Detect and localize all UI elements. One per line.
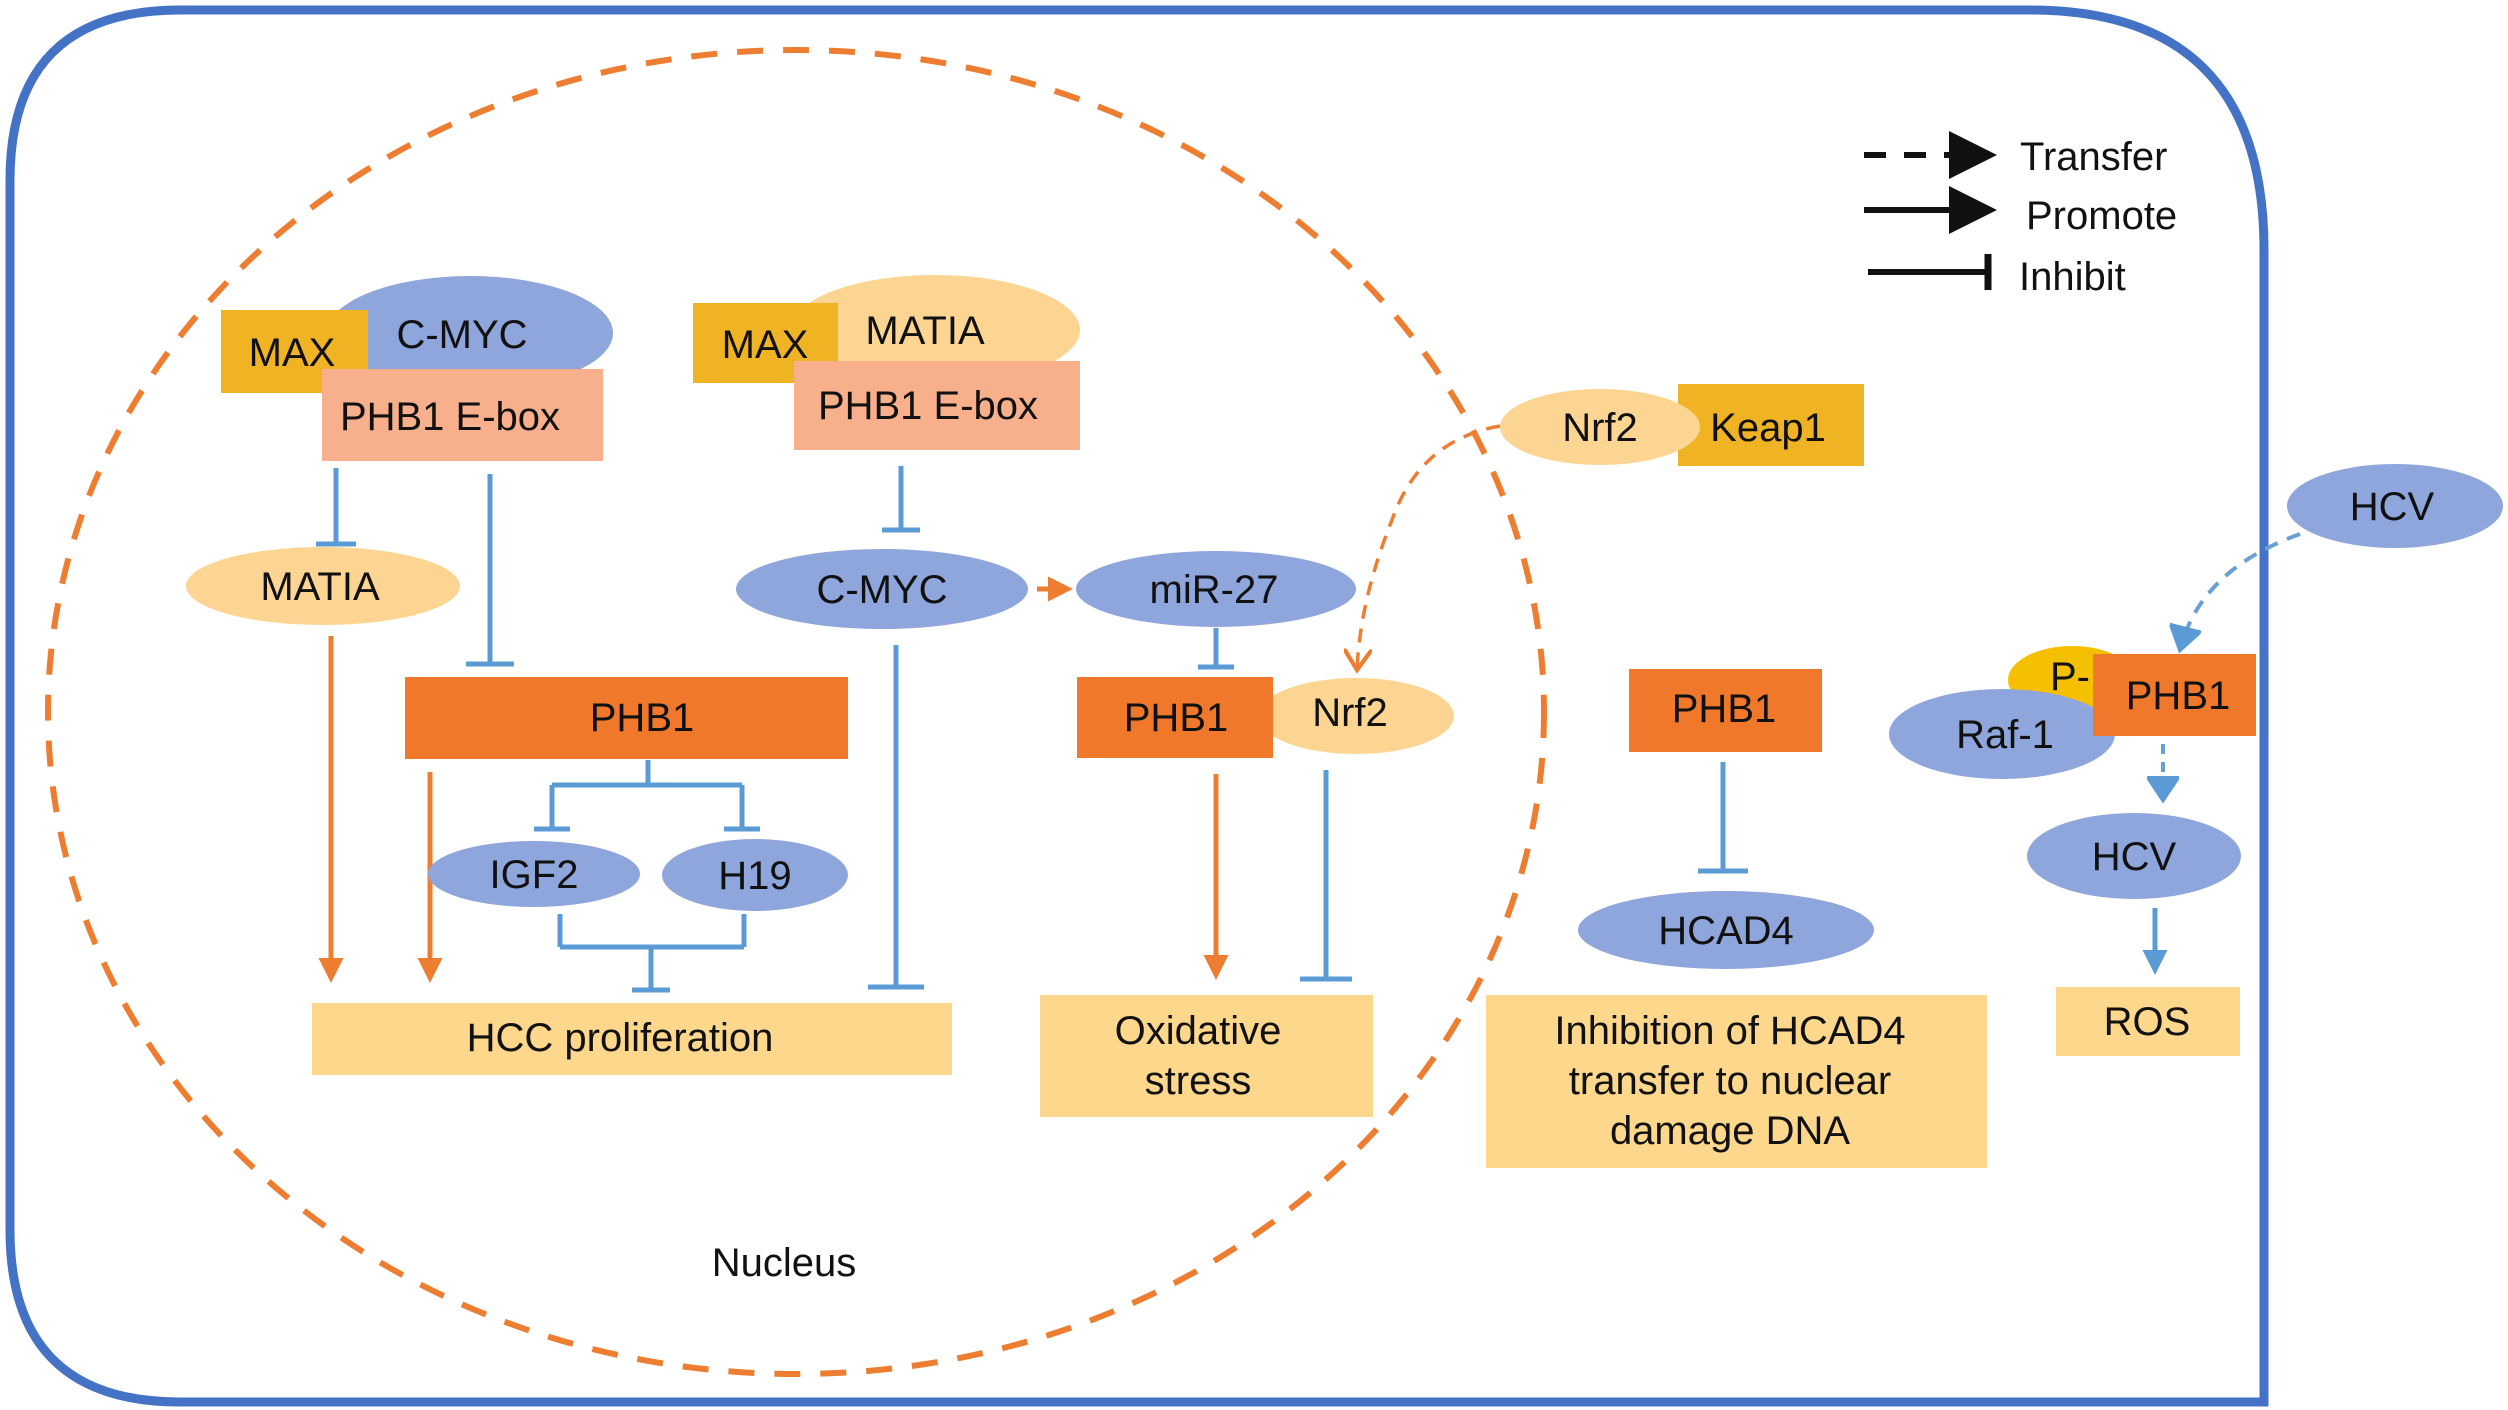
edge-phb1-inhibit-igf2-h19 [534,760,760,832]
matia-top-node [790,275,1080,385]
mir27-node [1076,551,1356,627]
ros-box [2056,987,2240,1056]
phb1-right-label: PHB1 [1672,687,1777,731]
legend: Transfer Promote Inhibit [1864,131,2177,299]
cmyc-top-node [327,276,613,390]
cmyc-top-label: C-MYC [396,313,527,357]
edge-ebox1-inhibit-phb1 [466,474,514,667]
ros-label: ROS [2104,1000,2191,1044]
phb1-mid-box [1077,677,1273,758]
matia-label: MATIA [260,565,380,609]
phb1-right-box [1629,669,1822,752]
igf2-label: IGF2 [490,853,579,897]
hcad4-inhibition-line3: damage DNA [1610,1109,1850,1153]
legend-inhibit-label: Inhibit [2019,255,2126,299]
hcv-outside-node [2287,464,2503,548]
raf1-label: Raf-1 [1956,713,2054,757]
legend-promote-label: Promote [2026,194,2177,238]
hcad4-inhibition-line2: transfer to nuclear [1569,1059,1891,1103]
edge-phb1-inhibit-hcad4 [1698,762,1748,874]
nucleus-label: Nucleus [712,1241,857,1285]
phb1-main-label: PHB1 [590,696,695,740]
h19-label: H19 [718,854,791,898]
oxidative-stress-box [1040,995,1373,1117]
edge-cmyc-inhibit-hcc [868,645,924,990]
mir27-label: miR-27 [1150,568,1279,612]
oxidative-stress-line1: Oxidative [1115,1009,1282,1053]
p-label: P- [2050,655,2090,699]
nrf2-inner-node [1258,678,1454,754]
nrf2-outer-node [1500,389,1700,465]
cell-membrane [5,5,2269,1407]
hcv-inside-node [2027,813,2241,899]
hcv-inside-label: HCV [2092,835,2177,879]
matia-top-label: MATIA [865,309,985,353]
edge-mir27-inhibit-phb1 [1198,628,1234,670]
edge-hcv-transfer-phb1 [2180,532,2301,650]
phb1-ebox-1 [322,369,603,461]
oxidative-stress-line2: stress [1145,1059,1252,1103]
phb1-ebox-2-label: PHB1 E-box [818,384,1038,428]
keap1-label: Keap1 [1710,406,1826,450]
hcad4-label: HCAD4 [1658,909,1794,953]
edge-ebox1-inhibit-matia [316,468,356,547]
phb1-ebox-2 [794,361,1080,450]
legend-transfer-label: Transfer [2020,135,2167,179]
phb1-main-box [405,677,848,759]
edge-igf2-h19-inhibit-hcc [557,914,747,993]
cmyc-mid-label: C-MYC [816,568,947,612]
hcv-outside-label: HCV [2350,485,2435,529]
cmyc-mid-node [736,549,1028,629]
max-label-1: MAX [249,331,336,375]
nucleus-boundary [45,47,1547,1377]
hcc-proliferation-label: HCC proliferation [467,1016,774,1060]
nrf2-outer-label: Nrf2 [1562,406,1638,450]
phb1-mid-label: PHB1 [1124,696,1229,740]
phb1-hcv-label: PHB1 [2126,674,2231,718]
keap1-box [1678,384,1864,466]
edge-ebox2-inhibit-cmyc [882,466,920,533]
h19-node [662,839,848,911]
edge-nrf2-transfer [1357,424,1501,670]
edge-nrf2-inhibit-oxidative [1300,770,1352,982]
hcad4-node [1578,891,1874,969]
raf1-node [1889,689,2115,779]
hcad4-inhibition-box [1486,995,1987,1168]
phb1-ebox-1-label: PHB1 E-box [340,395,560,439]
igf2-node [428,841,640,907]
max-label-2: MAX [722,323,809,367]
phb1-hcv-box [2093,654,2256,736]
hcad4-inhibition-line1: Inhibition of HCAD4 [1554,1009,1905,1053]
matia-node [186,547,460,625]
hcc-proliferation-box [312,1003,952,1075]
nrf2-inner-label: Nrf2 [1312,691,1388,735]
